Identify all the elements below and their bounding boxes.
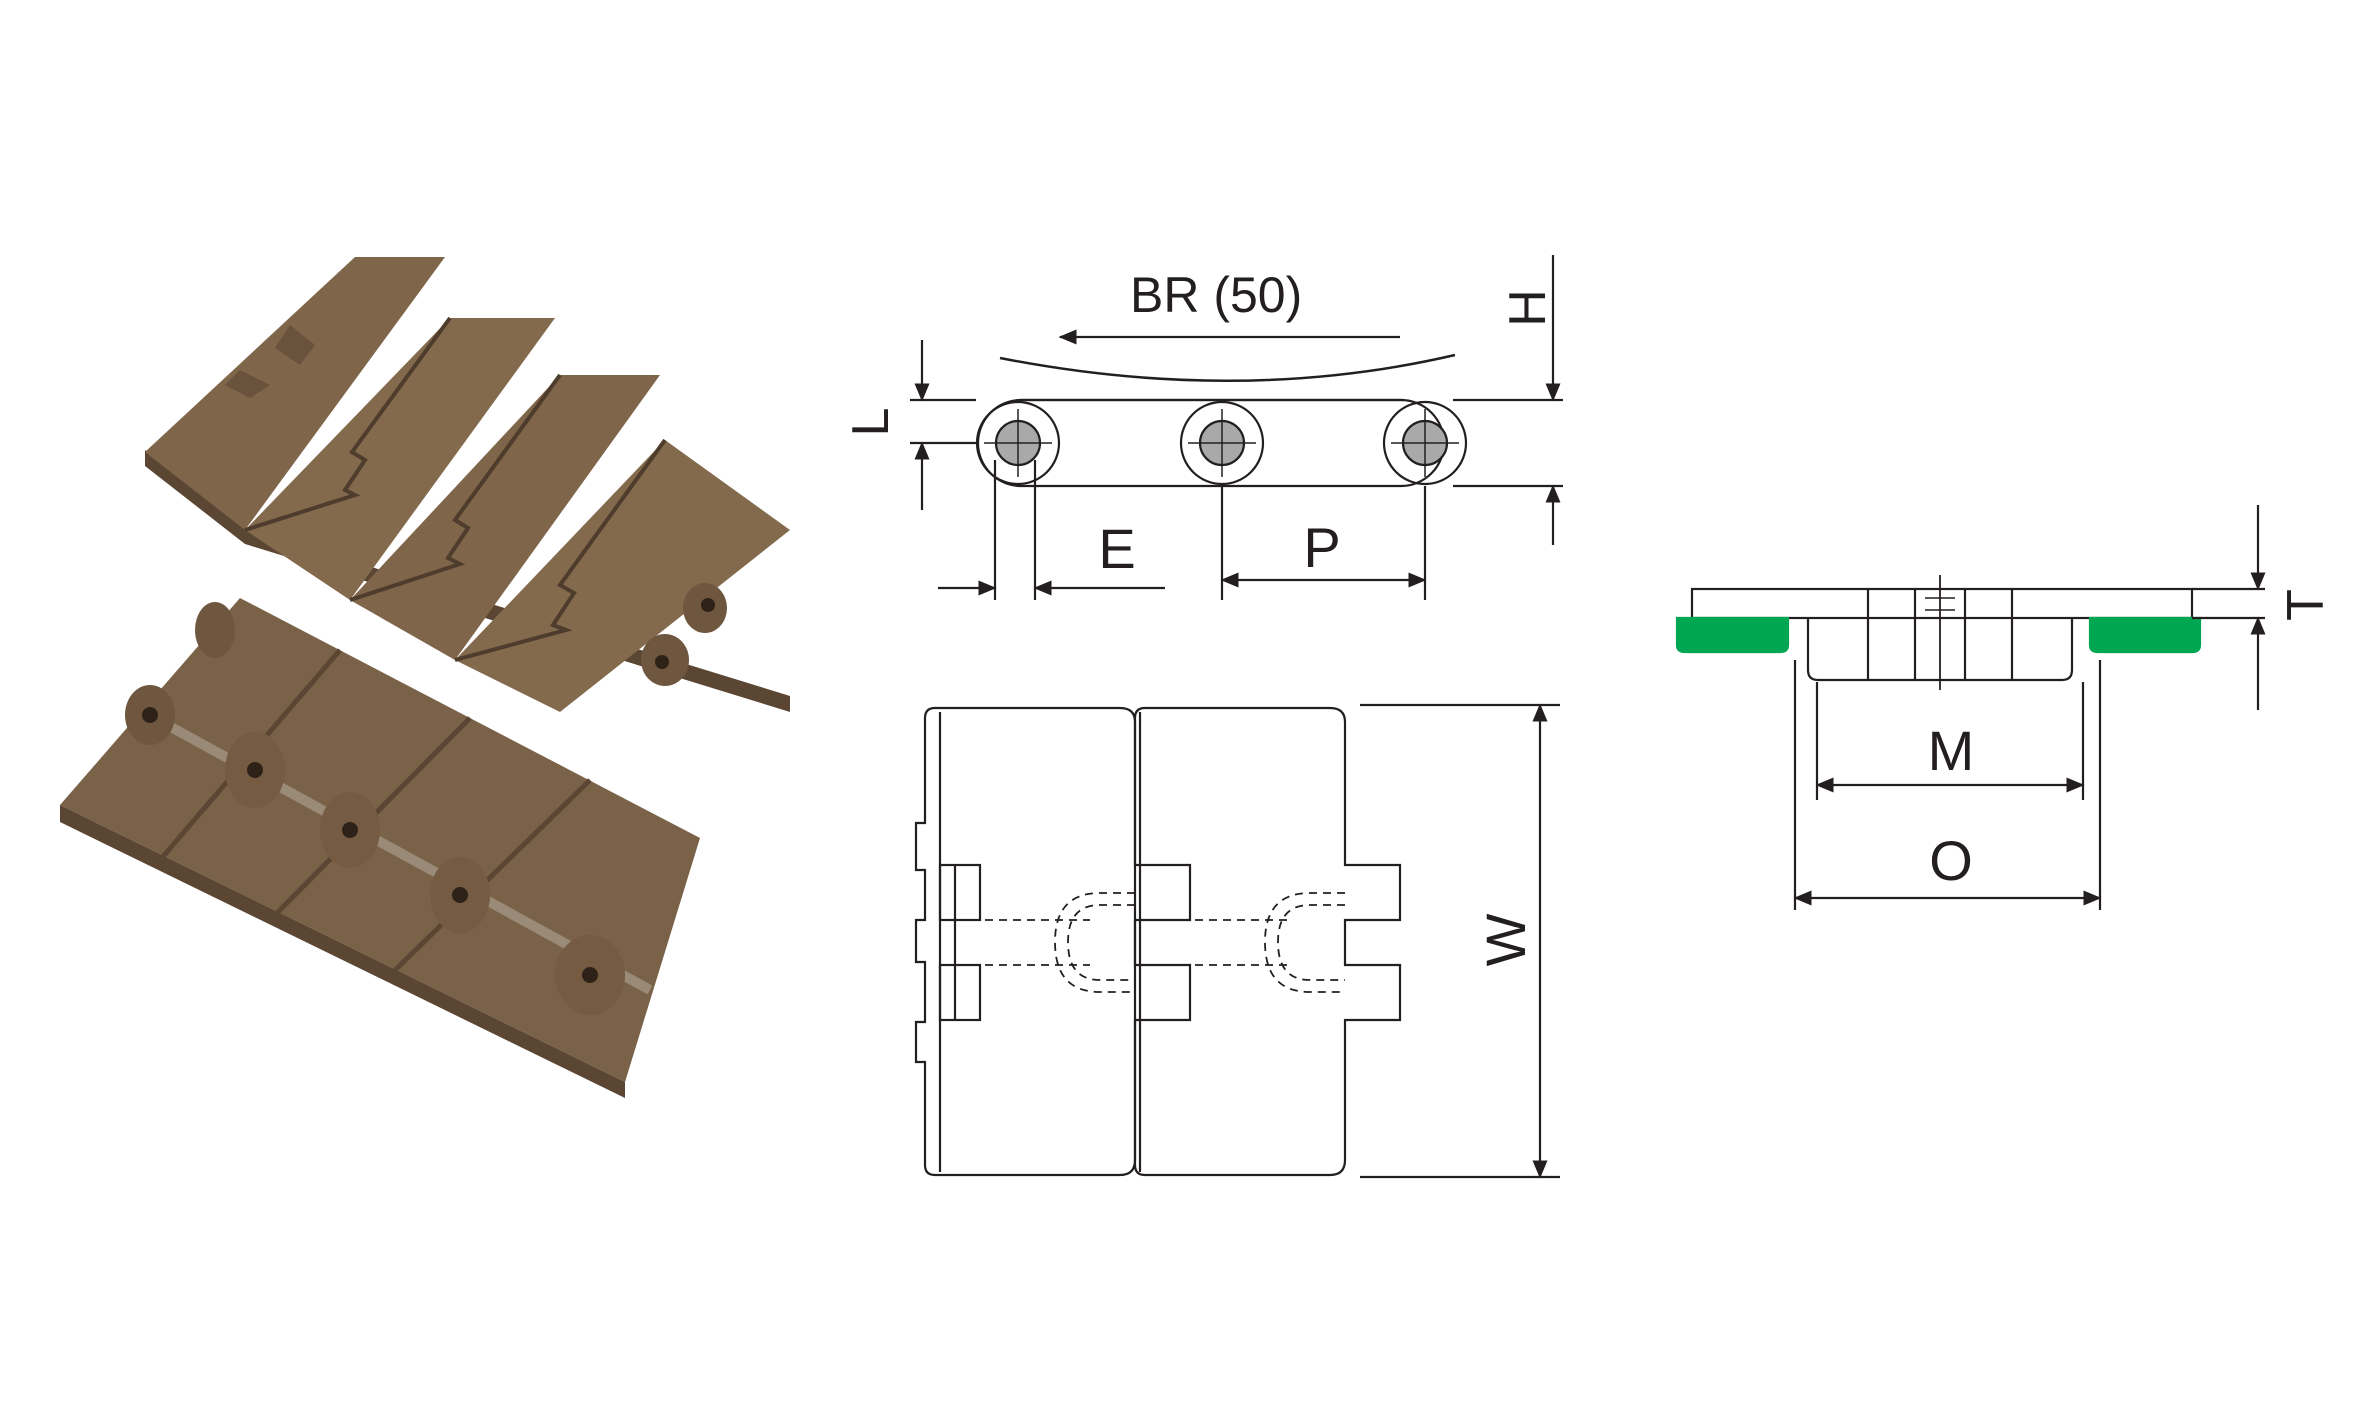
wear-strip-left: [1675, 616, 1790, 654]
o-label: O: [1929, 829, 1973, 892]
bend-radius-label: BR (50): [1130, 267, 1302, 323]
chain-bottom-view: [60, 598, 700, 1098]
plate: [350, 375, 660, 660]
product-photo: [60, 257, 790, 1098]
wear-strip-right: [2088, 616, 2202, 654]
h-label: H: [1499, 289, 1557, 327]
chain-top-view: [145, 257, 790, 712]
e-label: E: [1098, 517, 1135, 580]
w-label: W: [1474, 913, 1537, 966]
cross-section-drawing: [1675, 505, 2266, 910]
plate: [245, 318, 555, 600]
plate: [145, 257, 445, 530]
plate: [455, 440, 790, 712]
m-label: M: [1928, 719, 1975, 782]
l-label: L: [842, 408, 900, 437]
p-label: P: [1303, 516, 1340, 579]
side-view-drawing: [910, 255, 1563, 600]
top-view-drawing: [914, 703, 1560, 1179]
t-label: T: [2277, 589, 2335, 621]
bend-radius-arc: [999, 353, 1456, 382]
